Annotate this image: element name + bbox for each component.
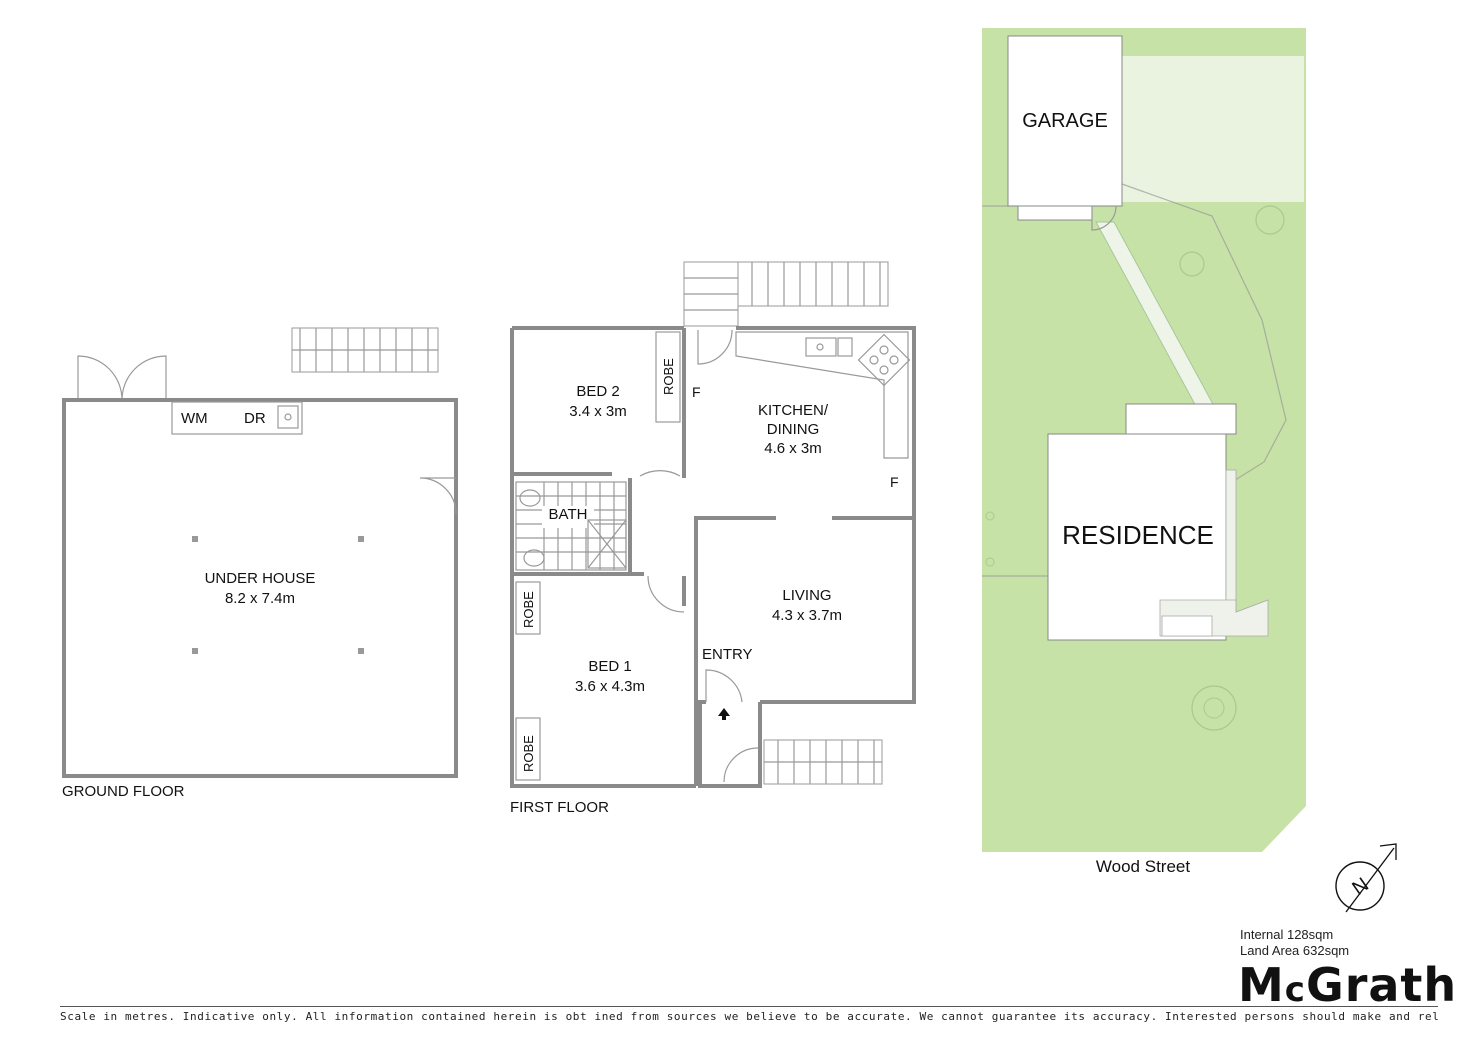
kitchen-size: 4.6 x 3m bbox=[764, 440, 822, 457]
robe-label-bed1-bottom: ROBE bbox=[521, 735, 536, 772]
living-size: 4.3 x 3.7m bbox=[772, 607, 842, 624]
under-house-side-door bbox=[419, 477, 457, 515]
under-house-name: UNDER HOUSE bbox=[205, 570, 316, 587]
garage-label: GARAGE bbox=[1022, 110, 1108, 132]
tree-icon bbox=[985, 205, 1285, 731]
ground-floor-label: GROUND FLOOR bbox=[62, 783, 185, 800]
under-house-size: 8.2 x 7.4m bbox=[225, 590, 295, 607]
washing-machine-label: WM bbox=[181, 410, 208, 427]
bed2-size: 3.4 x 3m bbox=[569, 403, 627, 420]
first-floor-back-stairs bbox=[683, 261, 889, 327]
street-label: Wood Street bbox=[1096, 857, 1190, 876]
first-floor-front-stairs bbox=[763, 739, 883, 785]
internal-area: Internal 128sqm bbox=[1240, 927, 1334, 942]
living-name: LIVING bbox=[782, 587, 831, 604]
dryer-label: DR bbox=[244, 410, 266, 427]
residence-label: RESIDENCE bbox=[1062, 520, 1214, 550]
laundry-bench bbox=[171, 401, 303, 435]
bed2-name: BED 2 bbox=[576, 383, 619, 400]
north-compass-icon: N bbox=[1335, 843, 1397, 913]
logo-rest: Grath bbox=[1305, 958, 1458, 1012]
ground-floor-stairs bbox=[291, 327, 439, 373]
mcgrath-logo: McGrath bbox=[1238, 958, 1457, 1012]
fridge-label-bottom: F bbox=[890, 474, 899, 490]
entry-label: ENTRY bbox=[702, 646, 753, 663]
first-floor-label: FIRST FLOOR bbox=[510, 799, 609, 816]
kitchen-name-line2: DINING bbox=[767, 421, 820, 438]
robe-label-bed2: ROBE bbox=[661, 358, 676, 395]
bed1-name: BED 1 bbox=[588, 658, 631, 675]
area-summary: Internal 128sqm Land Area 632sqm bbox=[1240, 927, 1349, 959]
logo-c: c bbox=[1284, 970, 1306, 1010]
bed1-size: 3.6 x 4.3m bbox=[575, 678, 645, 695]
logo-m: M bbox=[1238, 958, 1285, 1012]
fridge-label-top: F bbox=[692, 384, 701, 400]
footer-divider bbox=[60, 1006, 1438, 1007]
site-plan: GARAGE RESIDENCE Wood Street bbox=[982, 28, 1306, 876]
driveway bbox=[1122, 56, 1304, 202]
ground-floor-plan: WM DR UNDER HOUSE 8.2 x 7.4m GROUND FLOO… bbox=[62, 327, 458, 800]
kitchen-name-line1: KITCHEN/ bbox=[758, 402, 829, 419]
ground-floor-double-door bbox=[77, 355, 167, 401]
garage-building bbox=[1007, 35, 1123, 207]
under-house-walls bbox=[62, 398, 458, 778]
bath-label: BATH bbox=[549, 506, 588, 523]
land-area: Land Area 632sqm bbox=[1240, 943, 1350, 958]
robe-label-bed1-top: ROBE bbox=[521, 591, 536, 628]
first-floor-plan: ROBE ROBE ROBE bbox=[510, 261, 916, 816]
disclaimer-text: Scale in metres. Indicative only. All in… bbox=[60, 1010, 1440, 1023]
